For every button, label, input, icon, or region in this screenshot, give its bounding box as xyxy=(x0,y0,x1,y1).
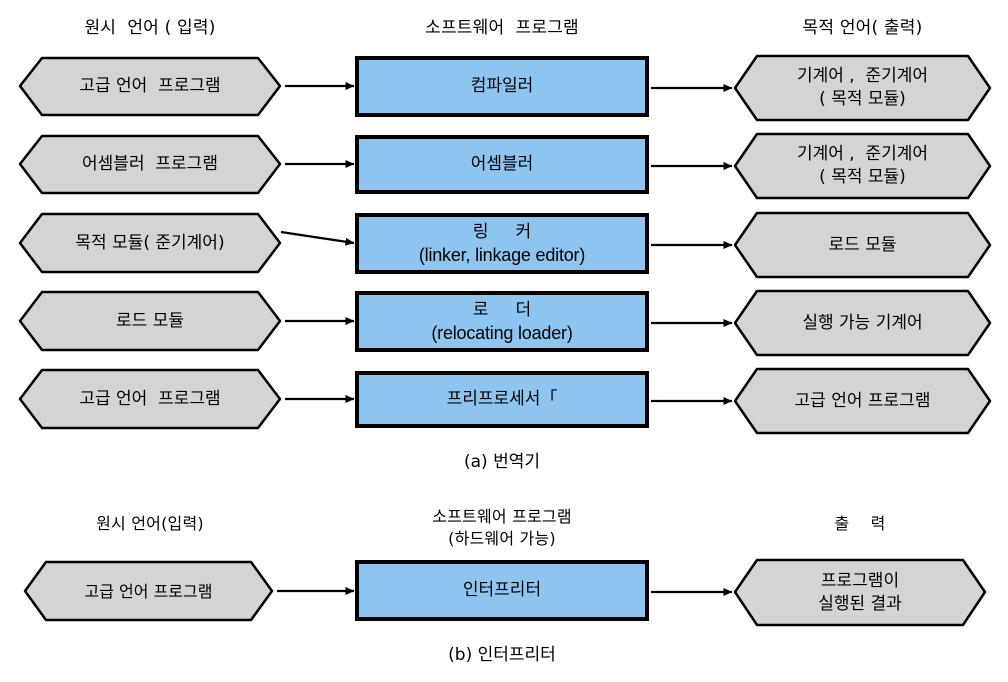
process-node-shape xyxy=(355,371,649,428)
input-node-shape xyxy=(18,134,282,195)
process-node-shape xyxy=(355,560,649,621)
input-node-shape xyxy=(18,56,282,117)
process-node-shape xyxy=(355,135,649,194)
header-output-target-language: 목적 언어( 출력) xyxy=(802,18,923,38)
output-node-shape xyxy=(733,289,992,357)
header-output-b: 출 력 xyxy=(834,514,886,533)
process-node-shape xyxy=(355,291,649,352)
output-node-shape xyxy=(733,211,992,279)
header-process-software-program: 소프트웨어 프로그램 xyxy=(425,18,579,38)
header-input-source-language: 원시 언어 ( 입력) xyxy=(84,18,216,38)
caption-translator: (a) 번역기 xyxy=(463,452,540,472)
input-node-shape xyxy=(18,212,282,274)
output-node-shape xyxy=(733,367,992,435)
header-process-software-program-b: 소프트웨어 프로그램 (하드웨어 가능) xyxy=(432,507,572,548)
process-node-shape xyxy=(355,56,649,117)
output-node-shape xyxy=(733,558,987,627)
input-node-shape xyxy=(18,290,282,352)
header-input-source-language-b: 원시 언어(입력) xyxy=(96,514,204,533)
arrow-input-to-process xyxy=(280,230,355,246)
input-node-shape xyxy=(23,560,274,622)
input-node-shape xyxy=(18,368,282,430)
process-node-shape xyxy=(355,213,649,274)
output-node-shape xyxy=(733,132,992,200)
caption-interpreter: (b) 인터프리터 xyxy=(448,645,556,665)
output-node-shape xyxy=(733,54,992,122)
